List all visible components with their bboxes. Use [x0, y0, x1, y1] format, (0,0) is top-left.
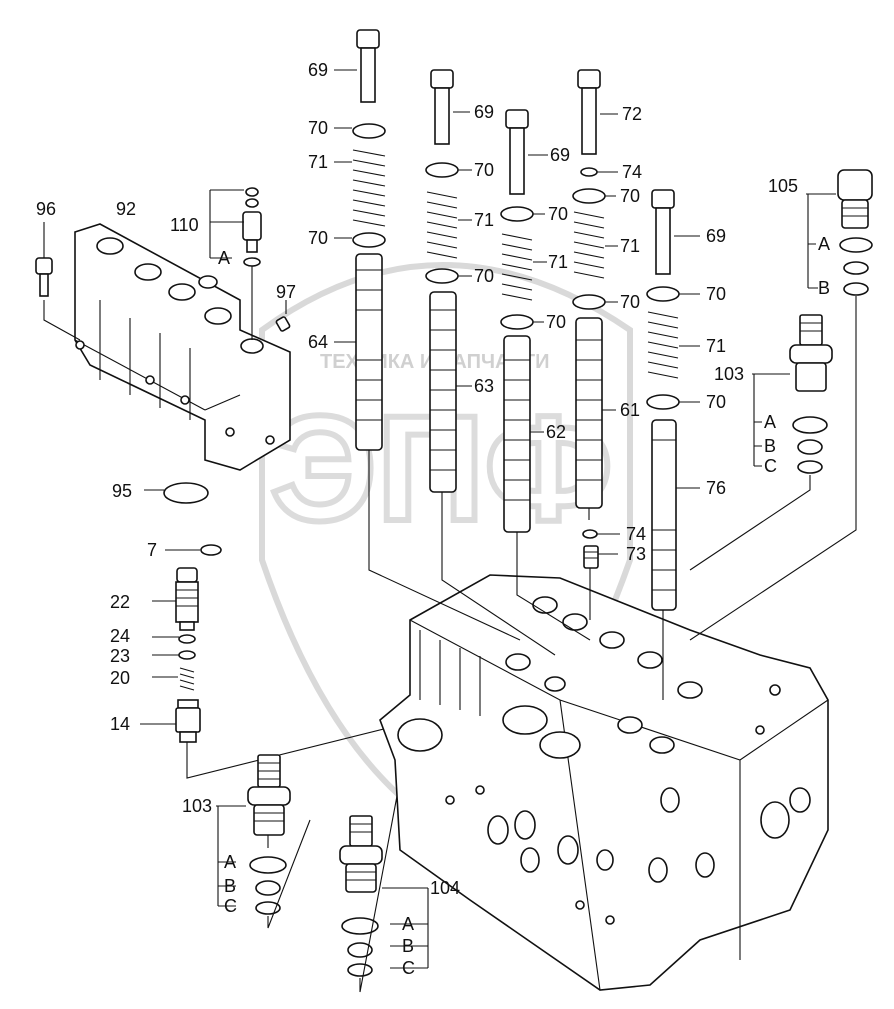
label-103-left-b: B [224, 876, 236, 896]
label-70-col4-top: 70 [620, 186, 640, 206]
label-69-col5: 69 [706, 226, 726, 246]
label-97: 97 [276, 282, 296, 302]
label-63: 63 [474, 376, 494, 396]
label-73: 73 [626, 544, 646, 564]
label-95: 95 [112, 481, 132, 501]
spool-column-61 [572, 69, 618, 520]
label-14: 14 [110, 714, 130, 734]
fitting-110 [209, 187, 262, 340]
relief-valve-103-left [216, 754, 311, 929]
label-24: 24 [110, 626, 130, 646]
label-105-b: B [818, 278, 830, 298]
label-70-col5-top: 70 [706, 284, 726, 304]
label-70-col5-bottom: 70 [706, 392, 726, 412]
label-103-left-c: C [224, 896, 237, 916]
spool-column-64 [334, 29, 521, 641]
label-70-col2-bottom: 70 [474, 266, 494, 286]
label-104: 104 [430, 878, 460, 898]
label-103-right-a: A [764, 412, 776, 432]
label-70-col1-top: 70 [308, 118, 328, 138]
label-103-right-b: B [764, 436, 776, 456]
spool-column-62 [500, 109, 591, 641]
valve-body [379, 574, 829, 991]
label-104-a: A [402, 914, 414, 934]
label-71-col3: 71 [548, 252, 568, 272]
label-70-col1-bottom: 70 [308, 228, 328, 248]
bolt-96 [35, 222, 81, 341]
label-69-col1: 69 [308, 60, 328, 80]
label-23: 23 [110, 646, 130, 666]
label-92: 92 [116, 199, 136, 219]
relief-valve-104 [339, 779, 429, 993]
label-70-col3-top: 70 [548, 204, 568, 224]
label-71-col1: 71 [308, 152, 328, 172]
label-110: 110 [170, 215, 199, 235]
o-ring-95 [144, 482, 209, 504]
label-20: 20 [110, 668, 130, 688]
label-70-col4-bottom: 70 [620, 292, 640, 312]
relief-stack-left [140, 567, 421, 779]
label-103-left-a: A [224, 852, 236, 872]
relief-valve-103-right [689, 314, 833, 571]
label-105-a: A [818, 234, 830, 254]
label-96: 96 [36, 199, 56, 219]
spool-column-76 [582, 189, 700, 700]
label-71-col5: 71 [706, 336, 726, 356]
spool-column-63 [425, 69, 556, 656]
label-61: 61 [620, 400, 640, 420]
o-ring-7 [165, 544, 222, 556]
label-74-top: 74 [622, 162, 642, 182]
label-72: 72 [622, 104, 642, 124]
cover-92 [74, 223, 291, 471]
label-62: 62 [546, 422, 566, 442]
label-7: 7 [147, 540, 157, 560]
label-70-col3-bottom: 70 [546, 312, 566, 332]
label-103-right: 103 [714, 364, 744, 384]
label-70-col2-top: 70 [474, 160, 494, 180]
label-76: 76 [706, 478, 726, 498]
label-104-c: C [402, 958, 415, 978]
label-110-a: A [218, 248, 230, 268]
plug-105 [689, 169, 873, 641]
label-71-col2: 71 [474, 210, 494, 230]
label-69-col2: 69 [474, 102, 494, 122]
label-103-left: 103 [182, 796, 212, 816]
label-22: 22 [110, 592, 130, 612]
plug-97 [275, 300, 291, 332]
label-104-b: B [402, 936, 414, 956]
label-103-right-c: C [764, 456, 777, 476]
label-105: 105 [768, 176, 798, 196]
label-69-col3: 69 [550, 145, 570, 165]
label-74-bottom: 74 [626, 524, 646, 544]
label-64: 64 [308, 332, 328, 352]
label-71-col4: 71 [620, 236, 640, 256]
part-labels: 96 92 110 A 97 95 7 22 24 23 20 14 103 A… [36, 60, 830, 978]
